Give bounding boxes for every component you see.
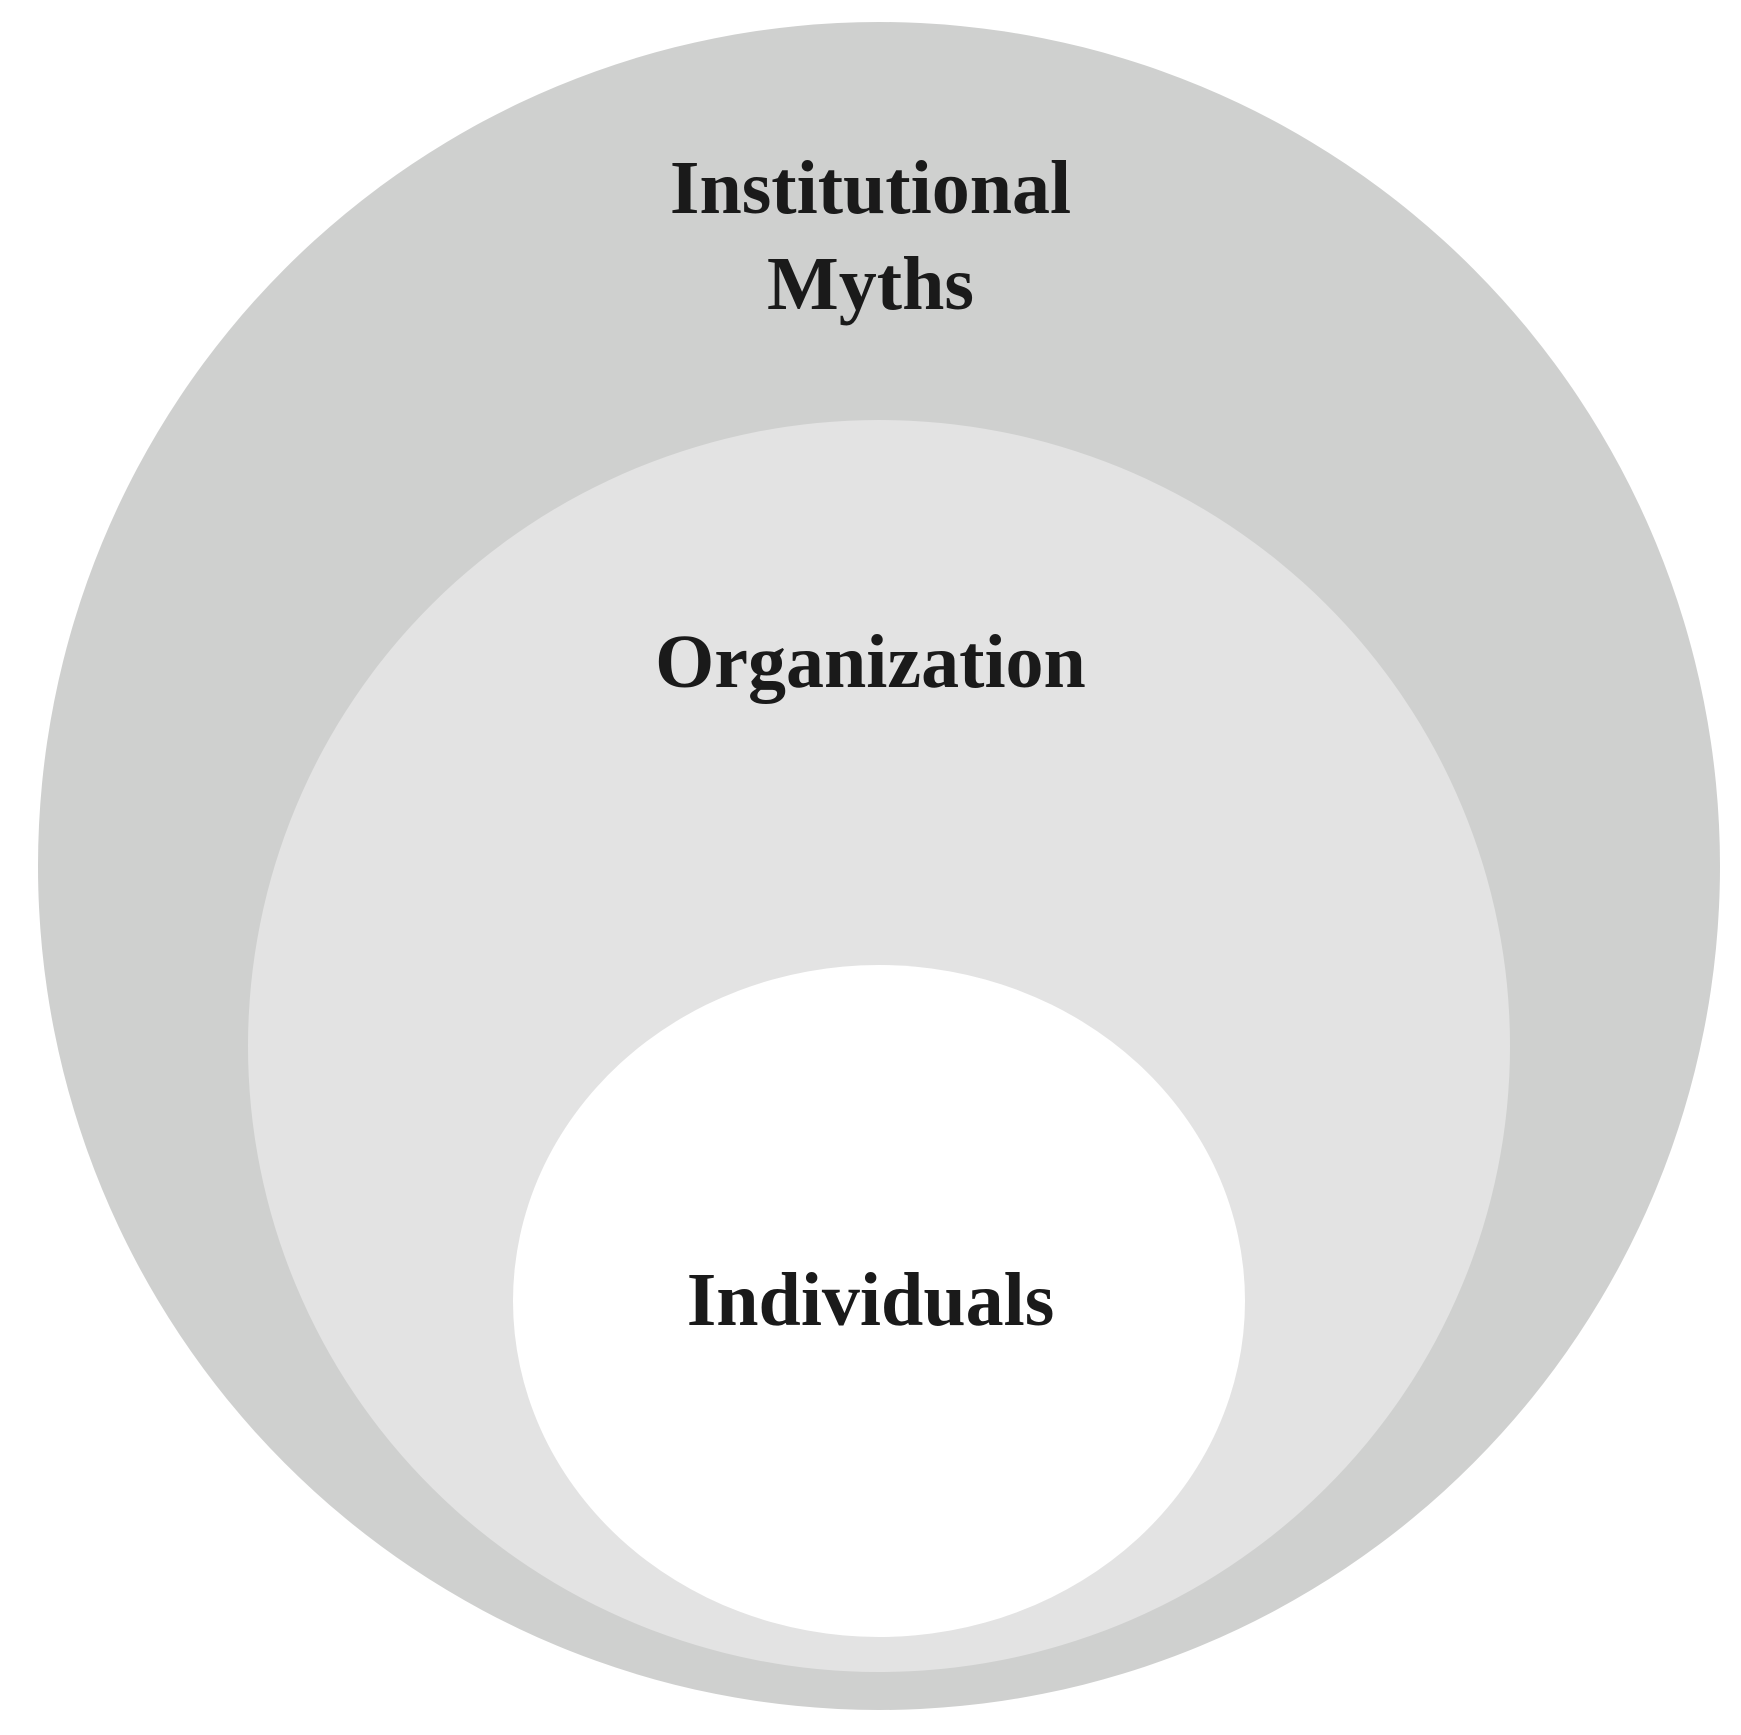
institutional-myths-label-line-2: Myths (767, 242, 974, 326)
individuals-label: Individuals (0, 1252, 1741, 1348)
individuals-label-line-1: Individuals (686, 1258, 1055, 1342)
organization-label-line-1: Organization (655, 620, 1086, 704)
organization-label: Organization (0, 614, 1741, 710)
individuals-circle (513, 965, 1245, 1637)
institutional-myths-label: Institutional Myths (0, 140, 1741, 332)
institutional-myths-label-line-1: Institutional (669, 146, 1072, 230)
